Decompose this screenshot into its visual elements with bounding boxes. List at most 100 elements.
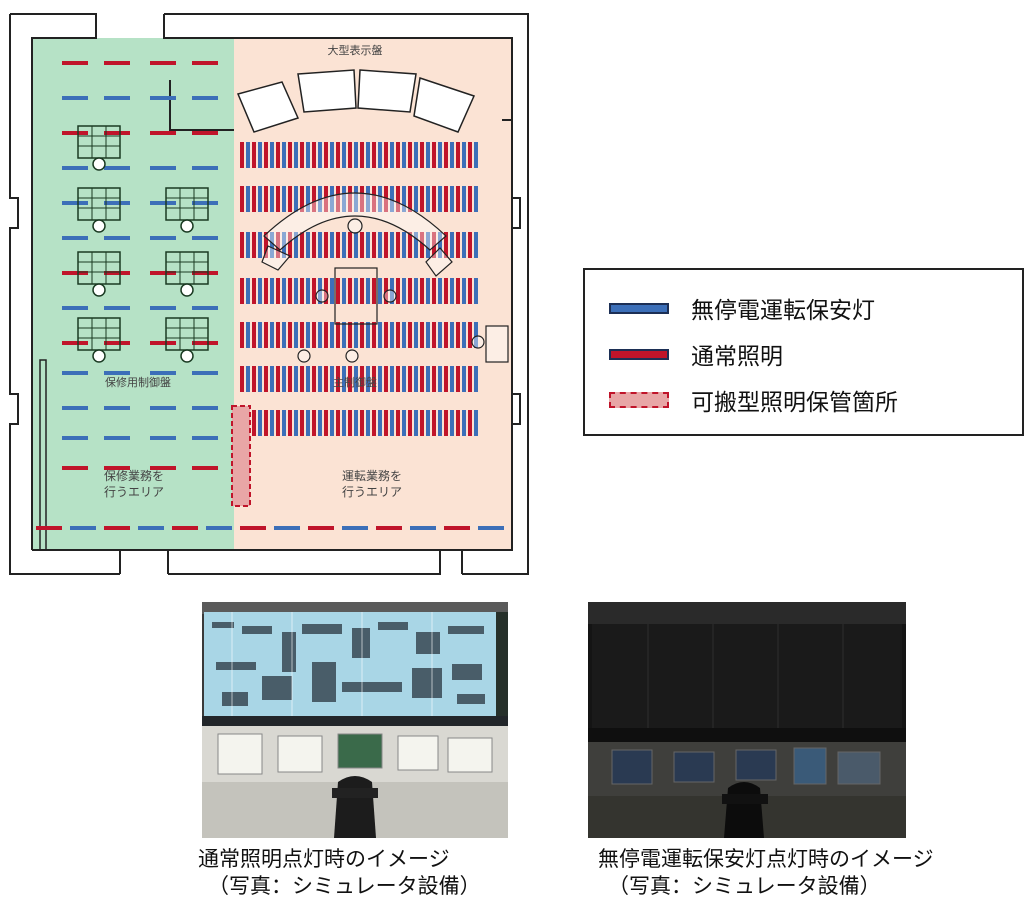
light-dash — [478, 526, 504, 530]
light-bar — [294, 142, 298, 168]
emergency-light-swatch — [609, 302, 669, 314]
light-bar — [276, 232, 280, 258]
light-bar — [426, 278, 430, 304]
light-dash — [192, 201, 218, 205]
light-bar — [414, 322, 418, 348]
light-bar — [294, 366, 298, 392]
light-bar — [348, 410, 352, 436]
maintenance-console — [77, 125, 121, 171]
light-bar — [246, 278, 250, 304]
operation-area-label-1: 運転業務を — [342, 469, 402, 483]
light-dash — [138, 526, 164, 530]
light-dash — [62, 436, 88, 440]
light-bar — [396, 410, 400, 436]
light-bar — [240, 142, 244, 168]
light-bar — [288, 186, 292, 212]
light-bar — [450, 278, 454, 304]
light-bar — [414, 142, 418, 168]
light-bar — [336, 186, 340, 212]
light-bar — [402, 278, 406, 304]
light-bar — [402, 186, 406, 212]
light-bar — [444, 142, 448, 168]
large-display-label: 大型表示盤 — [328, 43, 383, 57]
light-dash — [104, 61, 130, 65]
light-bar — [336, 142, 340, 168]
light-bar — [402, 410, 406, 436]
light-dash — [150, 236, 176, 240]
light-bar — [402, 366, 406, 392]
light-bar — [342, 366, 346, 392]
caption-line: （写真：シミュレータ設備） — [208, 874, 481, 898]
light-bar — [462, 366, 466, 392]
light-bar — [336, 366, 340, 392]
light-bar — [318, 366, 322, 392]
legend: 無停電運転保安灯 通常照明 可搬型照明保管箇所 — [583, 268, 1024, 436]
normal-light-swatch — [609, 348, 669, 360]
light-bar — [438, 366, 442, 392]
light-bar — [372, 278, 376, 304]
light-bar — [396, 278, 400, 304]
light-bar — [276, 186, 280, 212]
light-dash — [104, 201, 130, 205]
chair — [92, 219, 106, 233]
light-bar — [342, 232, 346, 258]
light-bar — [240, 278, 244, 304]
light-dash — [192, 306, 218, 310]
light-bar — [426, 232, 430, 258]
light-bar — [432, 142, 436, 168]
light-bar — [456, 322, 460, 348]
light-bar — [276, 142, 280, 168]
light-bar — [318, 278, 322, 304]
light-bar — [402, 322, 406, 348]
light-bar — [258, 278, 262, 304]
light-bar — [282, 142, 286, 168]
light-bar — [336, 278, 340, 304]
light-bar — [324, 142, 328, 168]
light-dash — [104, 406, 130, 410]
light-bar — [342, 142, 346, 168]
light-bar — [456, 232, 460, 258]
light-bar — [342, 322, 346, 348]
light-bar — [396, 186, 400, 212]
light-bar — [408, 366, 412, 392]
legend-label: 可搬型照明保管箇所 — [691, 390, 898, 416]
light-bar — [366, 232, 370, 258]
light-bar — [414, 278, 418, 304]
light-dash — [206, 526, 232, 530]
light-bar — [444, 410, 448, 436]
light-bar — [456, 142, 460, 168]
light-bar — [408, 410, 412, 436]
light-bar — [450, 142, 454, 168]
light-dash — [150, 131, 176, 135]
light-bar — [258, 232, 262, 258]
light-dash — [444, 526, 470, 530]
light-bar — [252, 186, 256, 212]
light-bar — [366, 322, 370, 348]
light-dash — [104, 96, 130, 100]
light-bar — [468, 186, 472, 212]
light-bar — [462, 322, 466, 348]
light-bar — [282, 186, 286, 212]
light-bar — [252, 322, 256, 348]
light-bar — [324, 366, 328, 392]
light-bar — [414, 186, 418, 212]
light-bar — [450, 232, 454, 258]
light-bar — [330, 186, 334, 212]
maintenance-console — [77, 187, 121, 233]
light-bar — [420, 232, 424, 258]
light-bar — [276, 410, 280, 436]
light-bar — [312, 322, 316, 348]
light-bar — [438, 142, 442, 168]
light-bar — [360, 186, 364, 212]
light-dash — [150, 166, 176, 170]
light-dash — [376, 526, 402, 530]
maintenance-panel-label: 保修用制御盤 — [105, 375, 171, 389]
maintenance-area-label-2: 行うエリア — [104, 485, 164, 499]
light-bar — [456, 410, 460, 436]
light-dash — [36, 526, 62, 530]
light-rows — [36, 61, 504, 530]
light-bar — [384, 186, 388, 212]
light-bar — [462, 410, 466, 436]
light-bar — [354, 410, 358, 436]
light-bar — [462, 232, 466, 258]
